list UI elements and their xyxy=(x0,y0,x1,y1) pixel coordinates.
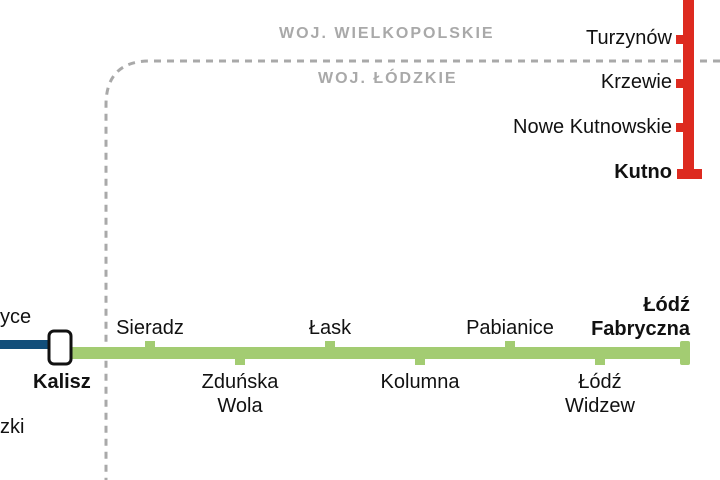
station-label-line: Łódź xyxy=(643,294,690,316)
station-label-line: Wola xyxy=(217,395,263,417)
station-label-lodz-fabryczna[interactable]: Łódź Fabryczna xyxy=(560,293,690,341)
green-line-terminus xyxy=(680,341,690,365)
station-label-line: Zduńska xyxy=(201,371,279,393)
station-label-sieradz[interactable]: Sieradz xyxy=(116,317,184,339)
station-tick-turzynow xyxy=(676,35,684,44)
station-label-kolumna[interactable]: Kolumna xyxy=(380,371,460,393)
station-label-line: Fabryczna xyxy=(591,318,690,340)
interchange-kalisz[interactable] xyxy=(47,329,73,366)
station-tick-lask xyxy=(325,341,335,349)
station-label-pabianice[interactable]: Pabianice xyxy=(466,317,554,339)
station-label-kutno[interactable]: Kutno xyxy=(614,161,672,183)
station-label-line: Łódź xyxy=(578,371,622,393)
station-label-zdunska-wola[interactable]: Zduńska Wola xyxy=(190,370,290,418)
station-label-partial-sw: zki xyxy=(0,416,25,438)
station-tick-nowe-kutnowskie xyxy=(676,123,684,132)
station-label-lask[interactable]: Łask xyxy=(308,317,352,339)
station-tick-kolumna xyxy=(415,357,425,365)
region-label-wielkopolskie: WOJ. WIELKOPOLSKIE xyxy=(279,25,495,42)
station-tick-krzewie xyxy=(676,79,684,88)
station-label-turzynow[interactable]: Turzynów xyxy=(586,27,672,49)
station-tick-lodz-widzew xyxy=(595,357,605,365)
station-tick-zdunska-wola xyxy=(235,357,245,365)
region-label-lodzkie: WOJ. ŁÓDZKIE xyxy=(318,70,458,87)
station-label-kalisz[interactable]: Kalisz xyxy=(33,371,91,393)
red-line xyxy=(683,0,694,175)
station-label-nowe-kutnowskie[interactable]: Nowe Kutnowskie xyxy=(513,116,672,138)
green-line xyxy=(60,347,686,359)
station-label-line: Widzew xyxy=(564,395,635,417)
blue-line xyxy=(0,340,60,349)
station-label-partial-west: yce xyxy=(0,306,32,328)
station-tick-pabianice xyxy=(505,341,515,349)
red-line-terminus xyxy=(677,169,702,179)
station-tick-sieradz xyxy=(145,341,155,349)
station-label-krzewie[interactable]: Krzewie xyxy=(600,71,672,93)
station-label-lodz-widzew[interactable]: Łódź Widzew xyxy=(550,370,650,418)
voivodeship-boundary xyxy=(104,59,720,480)
